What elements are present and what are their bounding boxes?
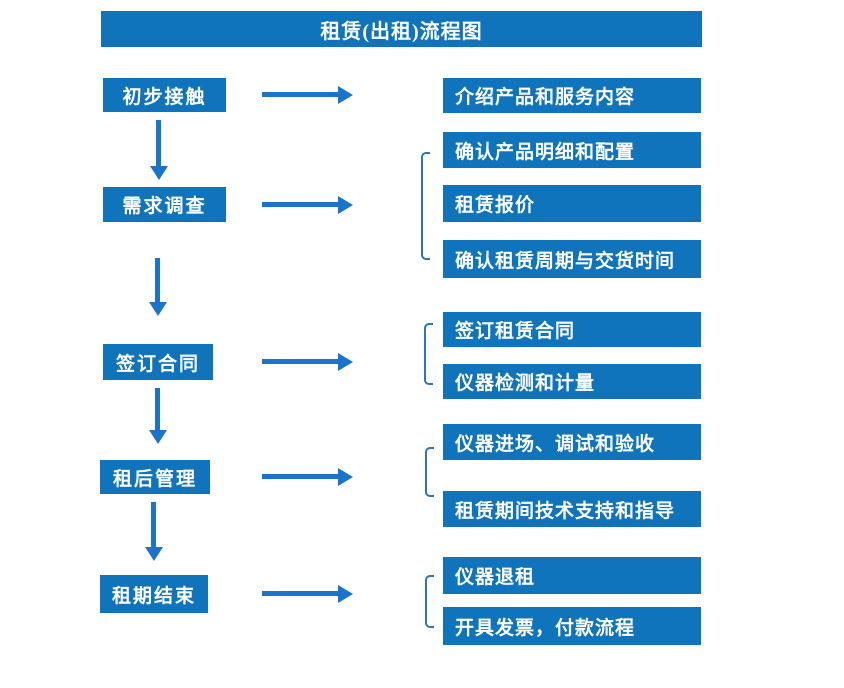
output-instrument-setup-acceptance: 仪器进场、调试和验收 xyxy=(443,424,701,460)
bracket-group-post-rental-icon xyxy=(425,447,434,497)
arrow-right-5-icon xyxy=(262,591,338,596)
arrow-right-4-icon xyxy=(262,474,338,479)
step-initial-contact: 初步接触 xyxy=(103,78,226,112)
arrow-down-1-icon xyxy=(156,120,161,166)
output-sign-rental-contract: 签订租赁合同 xyxy=(443,312,701,347)
bracket-group-demand-survey-icon xyxy=(421,152,430,260)
step-rental-end: 租期结束 xyxy=(100,575,208,613)
arrow-down-4-icon xyxy=(151,502,156,547)
bracket-group-sign-contract-icon xyxy=(424,323,433,385)
output-introduce-products: 介绍产品和服务内容 xyxy=(443,78,701,113)
output-instrument-testing: 仪器检测和计量 xyxy=(443,364,701,399)
step-demand-survey: 需求调查 xyxy=(103,187,226,222)
output-confirm-rental-period: 确认租赁周期与交货时间 xyxy=(443,240,701,278)
page-title: 租赁(出租)流程图 xyxy=(101,11,702,47)
step-post-rental-management: 租后管理 xyxy=(100,460,210,494)
arrow-right-3-icon xyxy=(262,359,338,364)
output-rental-quotation: 租赁报价 xyxy=(443,185,701,222)
output-confirm-product-details: 确认产品明细和配置 xyxy=(443,132,701,168)
step-sign-contract: 签订合同 xyxy=(103,344,213,380)
output-invoice-payment: 开具发票，付款流程 xyxy=(443,607,701,645)
arrow-right-1-icon xyxy=(262,92,338,97)
arrow-down-2-icon xyxy=(155,258,160,302)
output-instrument-return: 仪器退租 xyxy=(443,557,701,594)
bracket-group-rental-end-icon xyxy=(425,575,434,628)
arrow-right-2-icon xyxy=(262,202,338,207)
arrow-down-3-icon xyxy=(155,388,160,430)
output-technical-support: 租赁期间技术支持和指导 xyxy=(443,491,701,527)
